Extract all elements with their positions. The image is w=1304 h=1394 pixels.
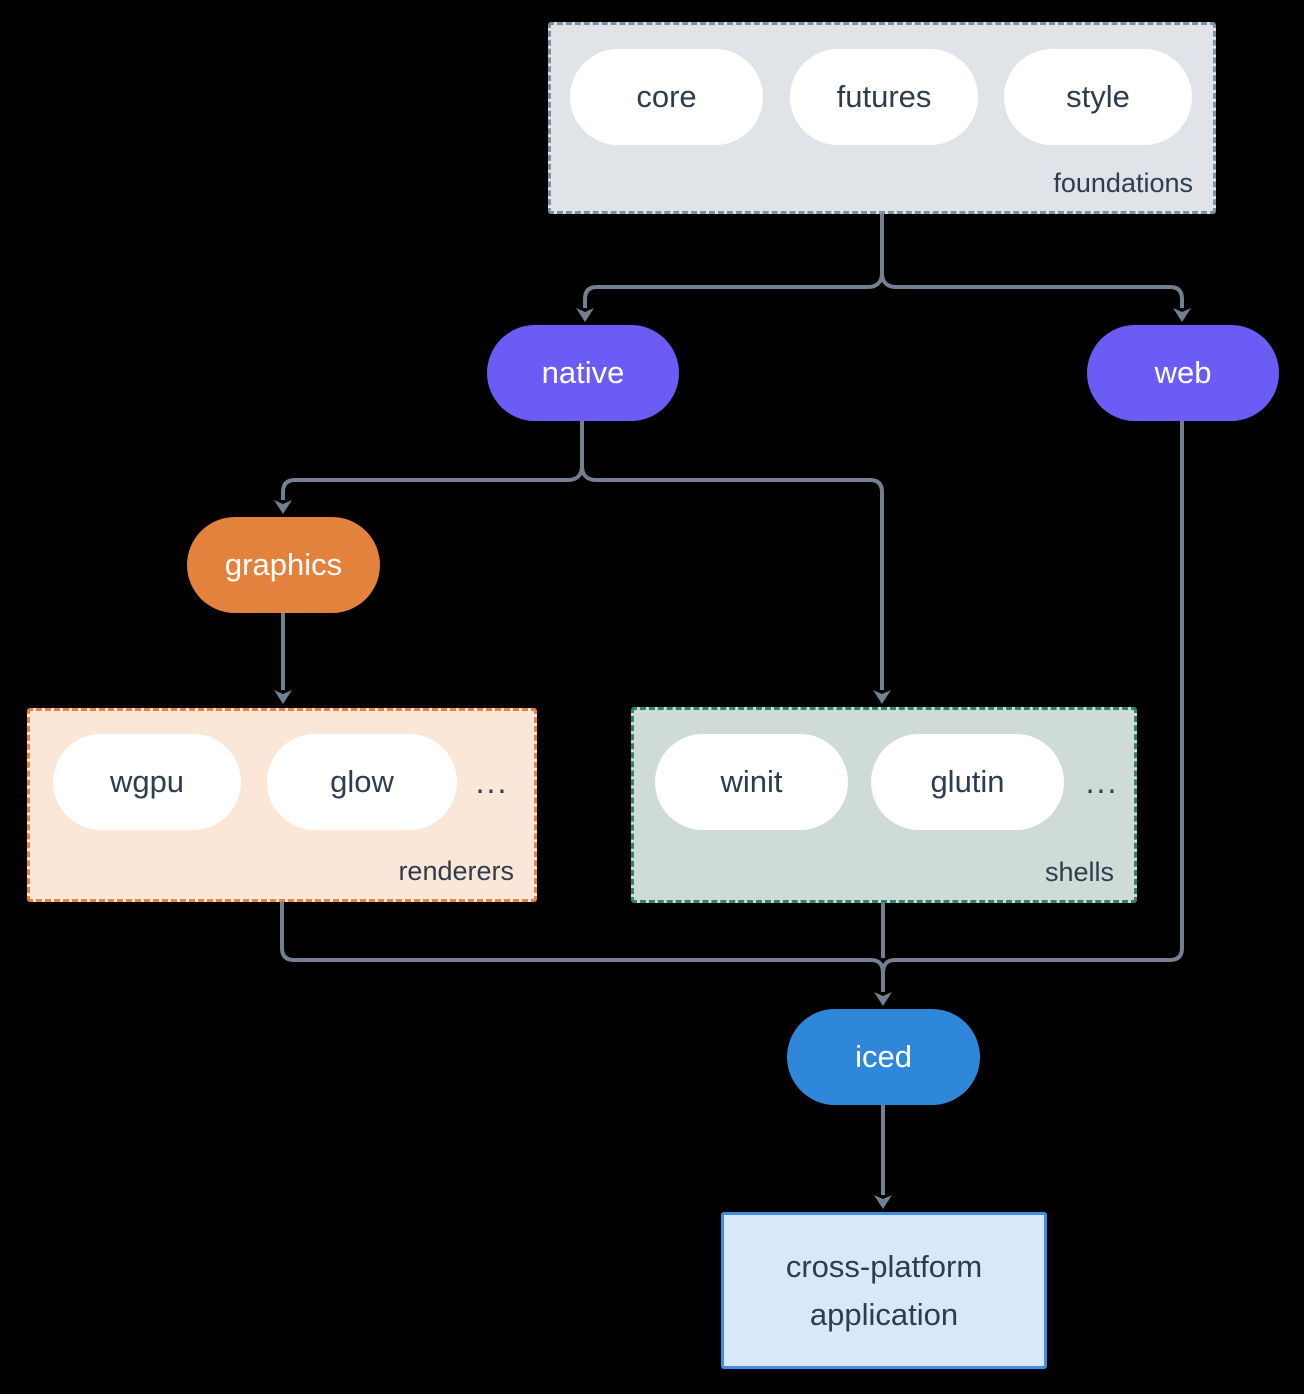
node-futures: futures — [790, 49, 978, 145]
renderers-group-label: renderers — [398, 856, 514, 886]
node-glutin: glutin — [871, 734, 1064, 830]
renderers-ellipsis: ... — [475, 763, 509, 800]
node-cross-platform-application: cross-platform application — [721, 1212, 1047, 1369]
arrowhead-web — [1173, 308, 1191, 322]
foundations-group-label: foundations — [1053, 168, 1193, 198]
node-web: web — [1087, 325, 1279, 421]
edge-web-to-iced — [881, 420, 1184, 992]
node-style: style — [1004, 49, 1192, 145]
node-core: core — [570, 49, 763, 145]
arrowhead-native — [576, 308, 594, 322]
edge-native-to-shells — [580, 465, 884, 690]
arrowhead-renderers — [274, 690, 292, 704]
edge-renderers-to-iced — [280, 902, 885, 992]
arrowhead-shells — [873, 690, 891, 704]
edge-foundations-to-web — [880, 272, 1184, 308]
shells-group-label: shells — [1044, 857, 1114, 887]
node-glow: glow — [267, 734, 457, 830]
edge-native-to-graphics — [281, 421, 584, 500]
edge-foundations-to-native — [583, 214, 884, 308]
shells-ellipsis: ... — [1085, 763, 1119, 800]
application-label-line2: application — [809, 1296, 959, 1332]
node-wgpu: wgpu — [53, 734, 241, 830]
node-native: native — [487, 325, 679, 421]
arrowhead-graphics — [274, 500, 292, 514]
node-winit: winit — [655, 734, 848, 830]
arrowhead-application — [874, 1195, 892, 1209]
node-iced: iced — [787, 1009, 980, 1105]
application-label-line1: cross-platform — [785, 1248, 983, 1284]
node-graphics: graphics — [187, 517, 380, 613]
arrowhead-iced — [874, 992, 892, 1006]
